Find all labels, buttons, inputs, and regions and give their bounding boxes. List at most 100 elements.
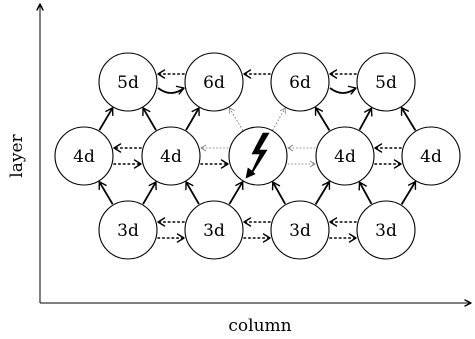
edge-line (185, 181, 200, 205)
edge-r1c4-to-r0c3 (400, 106, 417, 131)
edge-line (228, 107, 244, 131)
edge-line (98, 107, 114, 131)
node-circle (228, 126, 288, 186)
edge-arrowhead (157, 69, 166, 79)
edge-arrowhead (157, 217, 166, 227)
edge-r1c2-to-r0c1 (228, 107, 244, 131)
edge-arrowhead (393, 159, 402, 169)
edge-arrowhead (321, 180, 331, 190)
edge-r2c3-to-r2c2 (329, 217, 357, 227)
node-circle (315, 126, 375, 186)
node-label: 4d (73, 147, 95, 167)
node-label: 5d (375, 73, 397, 93)
x-axis-label: column (228, 316, 291, 336)
edge-r2c2-to-r2c1 (243, 217, 271, 227)
edge-line (314, 107, 331, 131)
edge-line (400, 181, 417, 205)
node-r1c0: 4d (54, 126, 114, 186)
node-r1c4: 4d (401, 126, 461, 186)
node-label: 4d (160, 147, 182, 167)
edge-arrowhead (200, 144, 207, 152)
node-r1c1: 4d (141, 126, 201, 186)
edge-r1c2-to-r0c2 (272, 107, 286, 131)
edge-r1c1-to-r1c0 (113, 143, 142, 153)
edge-r1c3-to-r1c2 (287, 144, 316, 152)
edge-line (272, 181, 286, 205)
edge-line (98, 181, 114, 205)
edge-arrowhead (228, 107, 235, 114)
node-r2c0: 3d (98, 200, 158, 260)
nodes: 5d 6d 6d 5d 4d 4d 4d 4d 3d 3d 3d 3d (54, 52, 461, 260)
node-label: 3d (375, 221, 397, 241)
y-axis-label: layer (7, 133, 27, 177)
edge-line (142, 181, 157, 205)
node-r0c0: 5d (98, 52, 158, 112)
edge-line (358, 107, 373, 131)
edge-arrowhead (185, 181, 194, 191)
edge-r1c2-to-r1c1 (200, 144, 229, 152)
edge-arrowhead (347, 85, 357, 95)
edge-line (358, 181, 373, 205)
edge-r2c2-to-r2c3 (329, 233, 357, 243)
edge-r2c2-to-r1c2 (271, 181, 286, 205)
edge-arrowhead (243, 69, 252, 79)
edge-line (185, 107, 200, 131)
node-circle (54, 126, 114, 186)
edge-arrowhead (98, 181, 107, 191)
edge-curve (157, 87, 185, 94)
node-label: 6d (203, 73, 225, 93)
edge-r2c1-to-r2c0 (157, 217, 185, 227)
x-axis-arrowhead (464, 299, 472, 307)
edge-arrowhead (364, 107, 373, 117)
node-circle (401, 126, 461, 186)
edge-arrowhead (374, 143, 383, 153)
lightning-bolt-icon (245, 132, 270, 179)
node-r0c3: 5d (356, 52, 416, 112)
edge-arrowhead (148, 181, 157, 191)
node-circle (270, 52, 330, 112)
edge-r1c3-to-r0c3 (358, 107, 373, 131)
edge-r1c0-to-r0c0 (98, 107, 114, 131)
node-circle (270, 200, 330, 260)
node-r0c1: 6d (184, 52, 244, 112)
edge-r2c3-to-r1c4 (400, 180, 417, 205)
node-r2c3: 3d (356, 200, 416, 260)
node-circle (98, 52, 158, 112)
axes: column layer (7, 3, 472, 336)
edge-arrowhead (175, 85, 185, 95)
node-r1c2 (228, 126, 288, 186)
edge-arrowhead (113, 143, 122, 153)
edge-r1c3-to-r0c2 (314, 106, 331, 131)
node-label: 4d (420, 147, 442, 167)
edge-r1c4-to-r1c3 (374, 143, 402, 153)
edge-r0c2-to-r0c3 (329, 85, 357, 95)
edge-arrowhead (176, 233, 185, 243)
edge-r1c2-to-r1c3 (287, 160, 316, 168)
edge-r2c1-to-r1c1 (185, 181, 200, 205)
node-label: 4d (334, 147, 356, 167)
node-label: 6d (289, 73, 311, 93)
edge-r2c1-to-r1c2 (228, 181, 244, 205)
edge-r0c0-to-r0c1 (157, 85, 185, 95)
edge-arrowhead (329, 69, 338, 79)
edge-arrowhead (309, 160, 316, 168)
node-label: 3d (203, 221, 225, 241)
edge-arrowhead (407, 180, 417, 190)
edge-arrowhead (235, 181, 244, 191)
edge-arrowhead (262, 233, 271, 243)
node-label: 3d (117, 221, 139, 241)
edge-r1c1-to-r0c0 (142, 107, 157, 131)
edge-r0c1-to-r0c0 (157, 69, 185, 79)
node-r0c2: 6d (270, 52, 330, 112)
node-r2c2: 3d (270, 200, 330, 260)
node-circle (98, 200, 158, 260)
edge-arrowhead (142, 107, 151, 117)
edge-arrowhead (220, 159, 229, 169)
node-circle (184, 52, 244, 112)
edge-arrowhead (279, 107, 286, 114)
edge-line (314, 181, 331, 205)
edge-r1c1-to-r0c1 (185, 107, 200, 131)
edge-line (272, 107, 286, 131)
edge-arrowhead (133, 159, 142, 169)
